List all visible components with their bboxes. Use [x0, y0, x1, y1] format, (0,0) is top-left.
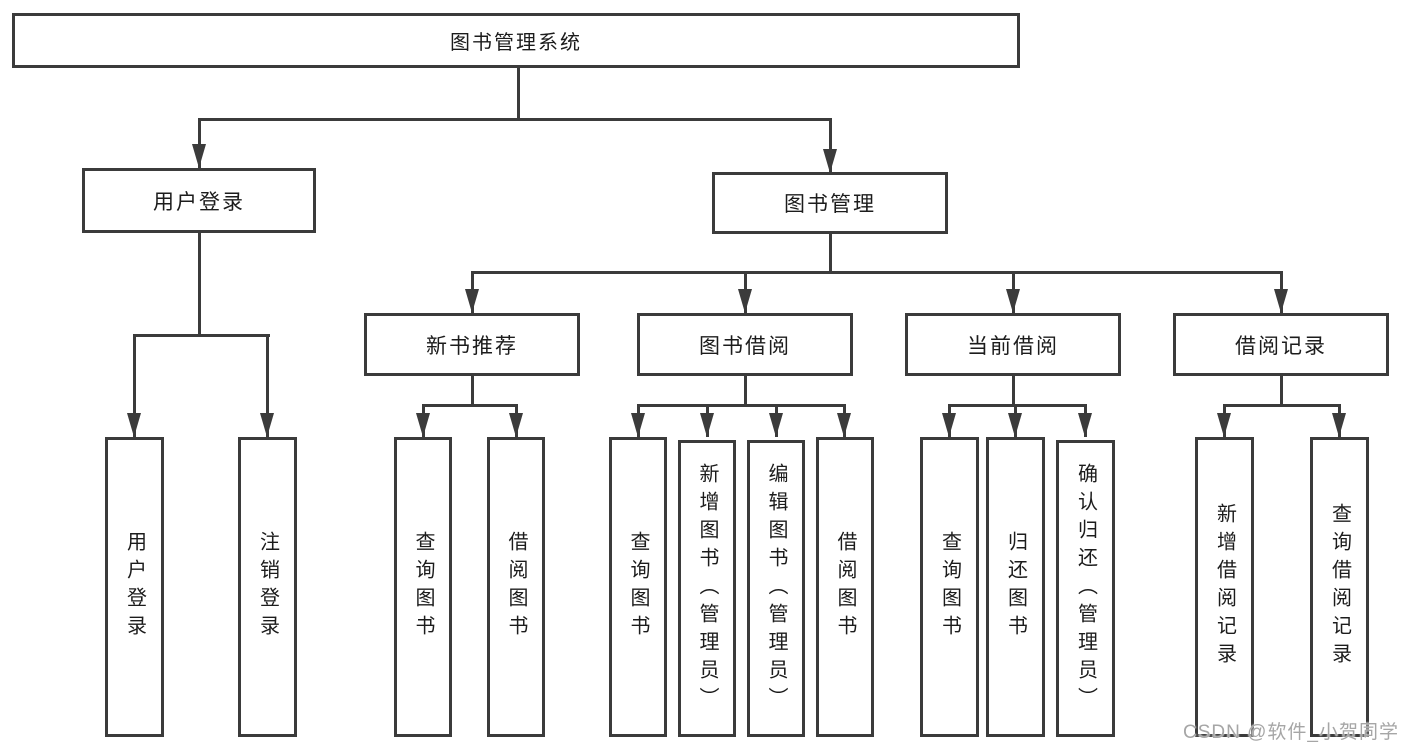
leaf-edit-books-admin: 编辑图书（管理员） — [747, 440, 805, 737]
connector-user-login-vertical — [198, 233, 201, 337]
arrowhead-down — [465, 289, 479, 313]
node-book-borrow: 图书借阅 — [637, 313, 853, 376]
arrowhead-down — [1332, 413, 1346, 437]
leaf-confirm-return-admin: 确认归还（管理员） — [1056, 440, 1115, 737]
csdn-watermark: CSDN @软件_小贺同学 — [1183, 722, 1399, 743]
connector-stem-leaf — [266, 334, 269, 437]
arrowhead-down — [1006, 289, 1020, 313]
leaf-label: 编辑图书（管理员） — [765, 462, 787, 715]
arrowhead-down — [127, 413, 141, 437]
leaf-label: 查询图书 — [627, 531, 649, 643]
arrowhead-down — [700, 413, 714, 437]
arrowhead-down — [942, 413, 956, 437]
node-borrow-records: 借阅记录 — [1173, 313, 1389, 376]
leaf-label: 借阅图书 — [505, 531, 527, 643]
leaf-return-books: 归还图书 — [986, 437, 1045, 737]
arrowhead-down — [1274, 289, 1288, 313]
connector-root-horizontal — [198, 118, 832, 121]
connector-current-borrow-horizontal — [948, 404, 1086, 407]
leaf-label: 归还图书 — [1004, 531, 1027, 643]
arrowhead-down — [1078, 413, 1092, 437]
leaf-label: 查询图书 — [412, 531, 434, 643]
connector-book-borrow-horizontal — [637, 404, 846, 407]
arrowhead-down — [769, 413, 783, 437]
arrowhead-down — [631, 413, 645, 437]
connector-current-borrow-vertical — [1012, 376, 1015, 406]
connector-book-mgmt-horizontal — [471, 271, 1283, 274]
arrowhead-down — [260, 413, 274, 437]
arrowhead-down — [416, 413, 430, 437]
arrowhead-down — [1008, 413, 1022, 437]
leaf-query-books-recommend: 查询图书 — [394, 437, 452, 737]
leaf-query-books-current: 查询图书 — [920, 437, 979, 737]
arrowhead-down — [1217, 413, 1231, 437]
node-library-management-system: 图书管理系统 — [12, 13, 1020, 68]
leaf-query-borrow-record: 查询借阅记录 — [1310, 437, 1369, 737]
connector-new-book-horizontal — [422, 404, 518, 407]
leaf-label: 注销登录 — [256, 531, 279, 643]
arrowhead-down — [192, 144, 206, 168]
leaf-label: 查询借阅记录 — [1328, 503, 1351, 671]
arrowhead-down — [823, 149, 837, 173]
connector-borrow-records-horizontal — [1223, 404, 1341, 407]
connector-stem-book-mgmt — [829, 118, 832, 172]
leaf-user-login: 用户登录 — [105, 437, 164, 737]
leaf-query-books-borrow: 查询图书 — [609, 437, 667, 737]
arrowhead-down — [837, 413, 851, 437]
leaf-borrow-books-recommend: 借阅图书 — [487, 437, 545, 737]
leaf-label: 用户登录 — [123, 531, 146, 643]
node-current-borrow: 当前借阅 — [905, 313, 1121, 376]
leaf-label: 查询图书 — [938, 531, 961, 643]
leaf-label: 新增图书（管理员） — [696, 462, 718, 715]
leaf-label: 新增借阅记录 — [1213, 503, 1236, 671]
connector-stem-leaf — [133, 334, 136, 437]
leaf-logout: 注销登录 — [238, 437, 297, 737]
node-new-book-recommend: 新书推荐 — [364, 313, 580, 376]
leaf-label: 确认归还（管理员） — [1074, 462, 1097, 715]
leaf-borrow-books: 借阅图书 — [816, 437, 874, 737]
connector-new-book-vertical — [471, 376, 474, 406]
arrowhead-down — [509, 413, 523, 437]
node-book-management: 图书管理 — [712, 172, 948, 234]
connector-book-mgmt-vertical — [829, 234, 832, 274]
connector-borrow-records-vertical — [1280, 376, 1283, 406]
connector-root-vertical — [517, 68, 520, 120]
leaf-label: 借阅图书 — [834, 531, 856, 643]
leaf-add-books-admin: 新增图书（管理员） — [678, 440, 736, 737]
arrowhead-down — [738, 289, 752, 313]
leaf-add-borrow-record: 新增借阅记录 — [1195, 437, 1254, 737]
connector-user-login-horizontal — [133, 334, 270, 337]
node-user-login: 用户登录 — [82, 168, 316, 233]
connector-book-borrow-vertical — [744, 376, 747, 406]
